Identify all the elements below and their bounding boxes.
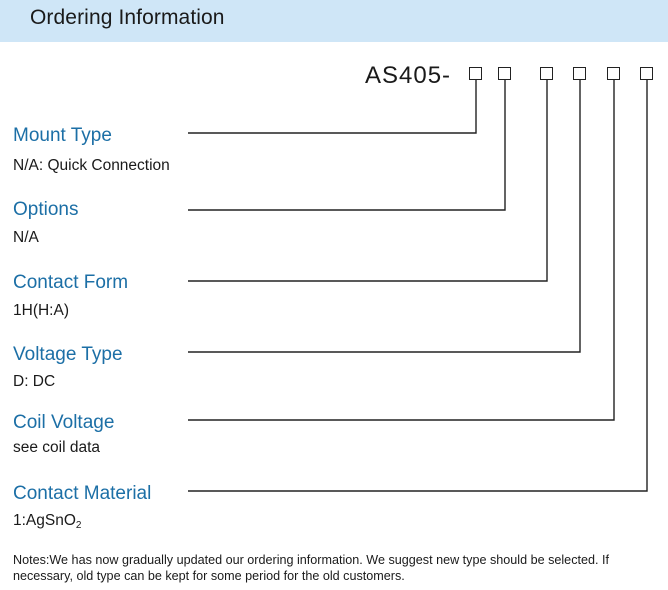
coil-voltage-value: see coil data bbox=[13, 439, 101, 456]
options-value: N/A bbox=[13, 229, 39, 246]
leader-line-mount-type bbox=[188, 80, 477, 134]
leader-line-options bbox=[188, 80, 506, 211]
section-title: Ordering Information bbox=[30, 6, 225, 29]
contact-form-value: 1H(H:A) bbox=[13, 302, 69, 319]
code-box-contact-form bbox=[540, 67, 553, 80]
code-box-coil-voltage bbox=[607, 67, 620, 80]
leader-line-voltage-type bbox=[188, 80, 581, 353]
contact-material-value: 1:AgSnO2 bbox=[13, 512, 81, 531]
leader-line-contact-form bbox=[188, 80, 548, 282]
coil-voltage-label: Coil Voltage bbox=[13, 412, 115, 433]
leader-line-contact-material bbox=[188, 80, 648, 492]
code-box-voltage-type bbox=[573, 67, 586, 80]
contact-material-label: Contact Material bbox=[13, 483, 152, 504]
contact-material-value-subscript: 2 bbox=[75, 520, 82, 531]
mount-type-label: Mount Type bbox=[13, 125, 112, 146]
code-box-contact-material bbox=[640, 67, 653, 80]
ordering-notes: Notes:We has now gradually updated our o… bbox=[13, 553, 609, 583]
code-box-mount-type bbox=[469, 67, 482, 80]
contact-material-value-main: 1:AgSnO bbox=[13, 512, 76, 529]
voltage-type-label: Voltage Type bbox=[13, 344, 123, 365]
leader-line-coil-voltage bbox=[188, 80, 615, 421]
section-header-bar: Ordering Information bbox=[0, 0, 668, 42]
part-number-prefix: AS405- bbox=[365, 62, 452, 89]
contact-form-label: Contact Form bbox=[13, 272, 129, 293]
code-box-options bbox=[498, 67, 511, 80]
voltage-type-value: D: DC bbox=[13, 373, 56, 390]
mount-type-value: N/A: Quick Connection bbox=[13, 157, 170, 174]
options-label: Options bbox=[13, 199, 79, 220]
